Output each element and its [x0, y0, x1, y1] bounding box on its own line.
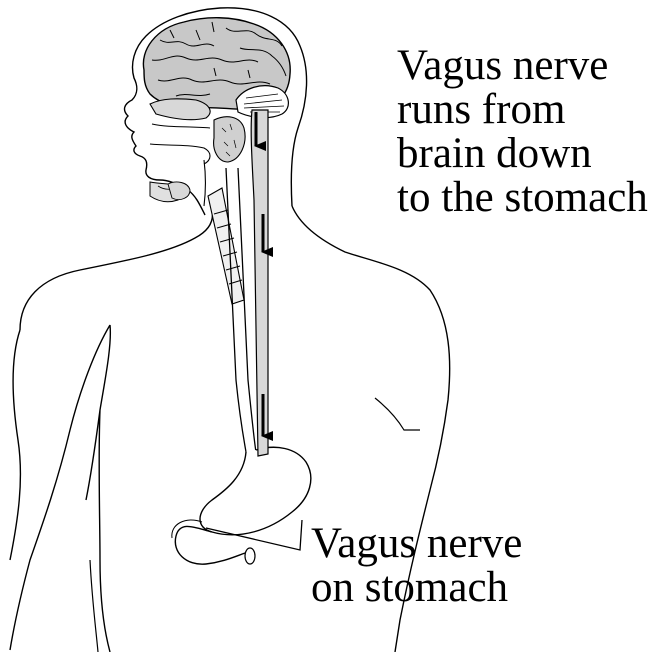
nerve-path-line-3: brain down	[397, 132, 648, 176]
nasal-cavity	[150, 99, 210, 120]
stomach-label-line-1: Vagus nerve	[311, 522, 522, 566]
nasal-cavity-lower	[152, 124, 210, 128]
nerve-path-line-1: Vagus nerve	[397, 44, 648, 88]
intestine-opening	[245, 548, 255, 564]
stomach-label-line-2: on stomach	[311, 566, 522, 610]
oral-cavity	[150, 144, 210, 164]
left-arm	[10, 330, 20, 560]
pharynx	[204, 160, 206, 206]
torso-left-edge	[20, 210, 212, 330]
nerve-path-line-4: to the stomach	[397, 176, 648, 220]
nerve-path-line-2: runs from	[397, 88, 648, 132]
waist-line	[90, 560, 98, 652]
trachea	[208, 188, 244, 304]
vagus-nerve	[251, 110, 268, 456]
body-outline	[10, 325, 110, 652]
nerve-path-label: Vagus nerve runs from brain down to the …	[397, 44, 648, 220]
salivary-gland	[168, 182, 190, 200]
stomach	[200, 447, 311, 534]
esophagus	[226, 168, 256, 452]
right-arm-inner	[375, 398, 420, 430]
stomach-nerve-label: Vagus nerve on stomach	[311, 522, 522, 610]
